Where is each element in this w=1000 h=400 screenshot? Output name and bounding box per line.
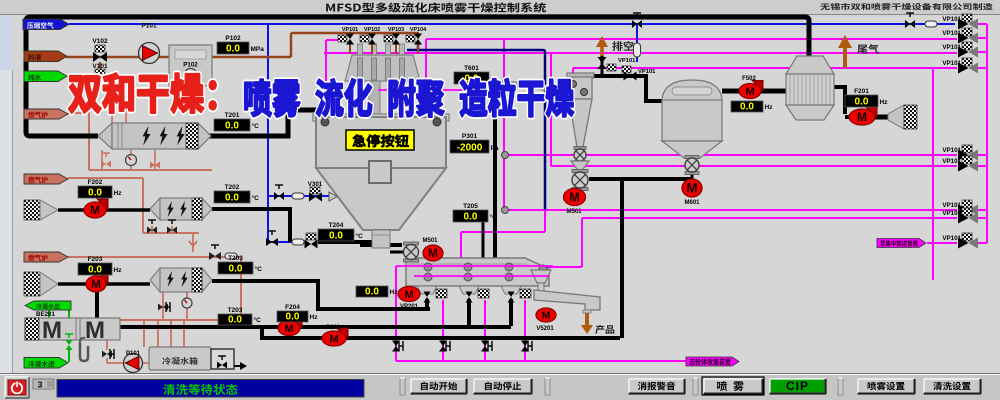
svg-text:0.0: 0.0 bbox=[225, 121, 239, 132]
svg-text:T601: T601 bbox=[464, 65, 479, 72]
svg-text:T204: T204 bbox=[329, 222, 344, 229]
svg-text:M: M bbox=[329, 333, 338, 345]
svg-text:M: M bbox=[90, 203, 100, 217]
svg-text:M: M bbox=[284, 323, 293, 335]
svg-text:VP101: VP101 bbox=[342, 27, 358, 33]
svg-text:T203: T203 bbox=[228, 255, 243, 262]
svg-text:M: M bbox=[686, 181, 697, 196]
svg-text:0.0: 0.0 bbox=[225, 193, 239, 204]
svg-text:M501: M501 bbox=[566, 209, 582, 215]
svg-text:T201: T201 bbox=[225, 112, 240, 119]
svg-text:P101: P101 bbox=[126, 351, 141, 357]
svg-text:T202: T202 bbox=[225, 184, 240, 191]
svg-text:V101: V101 bbox=[92, 63, 108, 70]
svg-text:V301: V301 bbox=[308, 181, 323, 188]
svg-text:VP101: VP101 bbox=[942, 16, 961, 23]
svg-text:VP101: VP101 bbox=[942, 158, 961, 165]
svg-text:F203: F203 bbox=[88, 256, 103, 263]
svg-text:VP101: VP101 bbox=[618, 58, 636, 64]
svg-text:Pa: Pa bbox=[491, 145, 499, 152]
svg-text:M: M bbox=[542, 310, 551, 322]
svg-text:0.0: 0.0 bbox=[855, 97, 869, 108]
svg-text:0.0: 0.0 bbox=[286, 312, 300, 323]
svg-text:M: M bbox=[404, 289, 413, 301]
svg-text:M: M bbox=[428, 246, 438, 260]
svg-text:°C: °C bbox=[254, 316, 262, 324]
svg-text:VP101: VP101 bbox=[942, 147, 961, 154]
svg-text:VP101: VP101 bbox=[942, 30, 961, 37]
svg-text:F202: F202 bbox=[88, 179, 103, 186]
svg-text:VP101: VP101 bbox=[942, 60, 961, 67]
svg-text:Hz: Hz bbox=[114, 267, 123, 274]
svg-text:M: M bbox=[745, 86, 754, 98]
svg-text:MPa: MPa bbox=[251, 46, 265, 53]
svg-text:VP103: VP103 bbox=[388, 27, 404, 33]
svg-text:VP101: VP101 bbox=[942, 235, 961, 242]
svg-text:0.0: 0.0 bbox=[740, 102, 754, 113]
svg-text:M: M bbox=[85, 317, 105, 344]
svg-text:VP101: VP101 bbox=[942, 202, 961, 209]
svg-text:0.0: 0.0 bbox=[228, 315, 242, 326]
svg-text:F204: F204 bbox=[285, 304, 300, 311]
svg-text:T203: T203 bbox=[228, 307, 243, 314]
svg-text:VP101: VP101 bbox=[942, 44, 961, 51]
svg-text:°C: °C bbox=[356, 232, 364, 240]
svg-text:V102: V102 bbox=[92, 38, 108, 45]
svg-text:P101: P101 bbox=[141, 23, 157, 30]
svg-text:Hz: Hz bbox=[390, 289, 399, 296]
svg-text:0.0: 0.0 bbox=[226, 44, 240, 55]
svg-text:0.0: 0.0 bbox=[88, 265, 102, 276]
svg-text:P601: P601 bbox=[326, 325, 341, 331]
svg-text:M: M bbox=[569, 189, 580, 204]
svg-text:VP104: VP104 bbox=[410, 27, 426, 33]
svg-text:M: M bbox=[91, 277, 101, 291]
svg-text:F201: F201 bbox=[854, 88, 869, 95]
svg-text:F502: F502 bbox=[742, 76, 756, 82]
svg-text:VP101: VP101 bbox=[638, 69, 656, 75]
svg-text:BE201: BE201 bbox=[36, 311, 55, 318]
svg-text:M501: M501 bbox=[422, 238, 438, 244]
svg-text:°C: °C bbox=[252, 194, 260, 202]
svg-text:Hz: Hz bbox=[114, 190, 123, 197]
svg-text:Hz: Hz bbox=[765, 104, 774, 111]
svg-text:M: M bbox=[42, 317, 62, 344]
svg-text:VP201: VP201 bbox=[400, 304, 419, 310]
svg-text:P102: P102 bbox=[225, 35, 241, 42]
svg-text:P301: P301 bbox=[462, 133, 478, 140]
svg-text:3: 3 bbox=[38, 380, 43, 390]
svg-text:CIP: CIP bbox=[786, 379, 809, 393]
svg-text:0.0: 0.0 bbox=[464, 212, 478, 223]
svg-text:°C: °C bbox=[255, 265, 263, 273]
svg-text:V5201: V5201 bbox=[536, 326, 554, 332]
svg-text:0.0: 0.0 bbox=[229, 264, 243, 275]
svg-text:VP101: VP101 bbox=[942, 210, 961, 217]
svg-text:0.0: 0.0 bbox=[88, 188, 102, 199]
svg-text:°C: °C bbox=[490, 213, 498, 221]
svg-text:0.0: 0.0 bbox=[329, 231, 343, 242]
svg-text:M601: M601 bbox=[684, 200, 700, 206]
svg-text:-2000: -2000 bbox=[457, 143, 483, 154]
svg-text:°C: °C bbox=[252, 122, 260, 130]
svg-text:M: M bbox=[857, 110, 867, 124]
svg-text:VP102: VP102 bbox=[364, 27, 380, 33]
svg-text:T205: T205 bbox=[463, 203, 478, 210]
svg-text:0.0: 0.0 bbox=[365, 287, 379, 298]
svg-text:P102: P102 bbox=[183, 62, 198, 69]
svg-text:Hz: Hz bbox=[880, 99, 889, 106]
svg-text:Hz: Hz bbox=[310, 314, 319, 321]
